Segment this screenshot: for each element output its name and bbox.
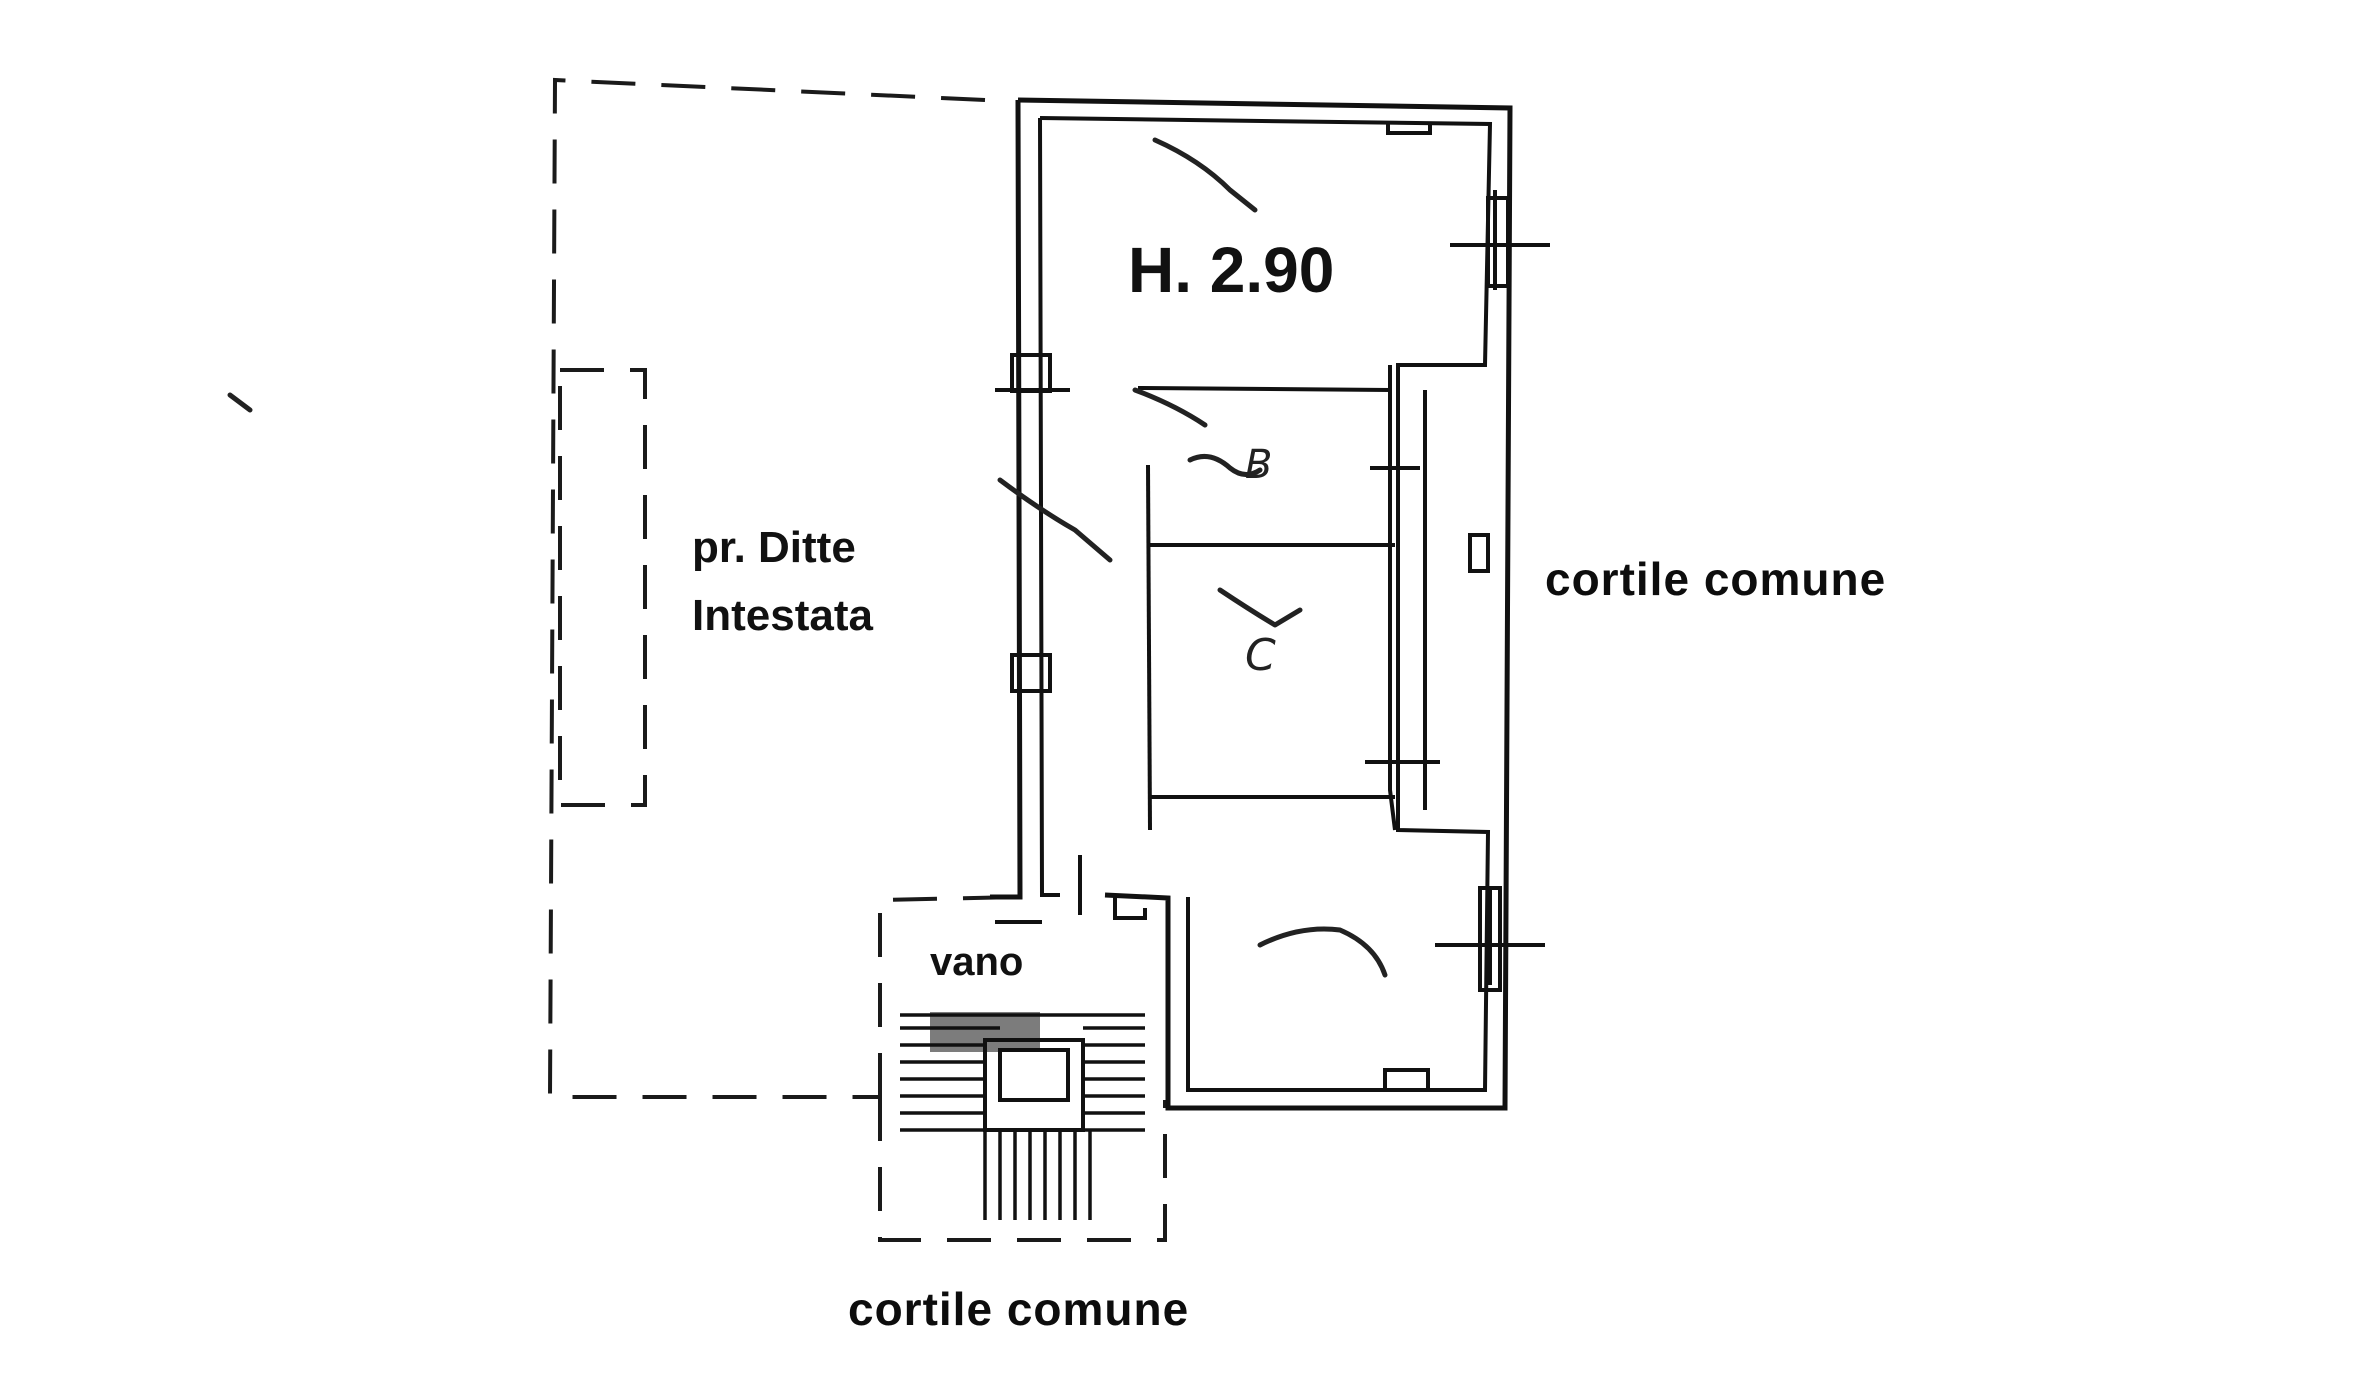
staircase <box>900 1012 1145 1220</box>
wall-ticks <box>995 190 1550 985</box>
ceiling-height-label: H. 2.90 <box>1128 234 1334 306</box>
courtyard-right-label: cortile comune <box>1545 553 1886 605</box>
room-label-c: C <box>1245 630 1276 681</box>
neighbor-label-line1: pr. Ditte <box>692 523 856 572</box>
apartment-walls <box>990 97 1513 1111</box>
hand-annotations <box>227 137 1388 978</box>
neighbor-label-line2: Intestata <box>692 591 873 640</box>
room-label-b: B <box>1245 442 1272 488</box>
neighbor-property-outline <box>547 77 986 1099</box>
stair-core-outline <box>878 895 1167 1242</box>
stair-label: vano <box>930 940 1023 984</box>
courtyard-bottom-label: cortile comune <box>848 1283 1189 1335</box>
